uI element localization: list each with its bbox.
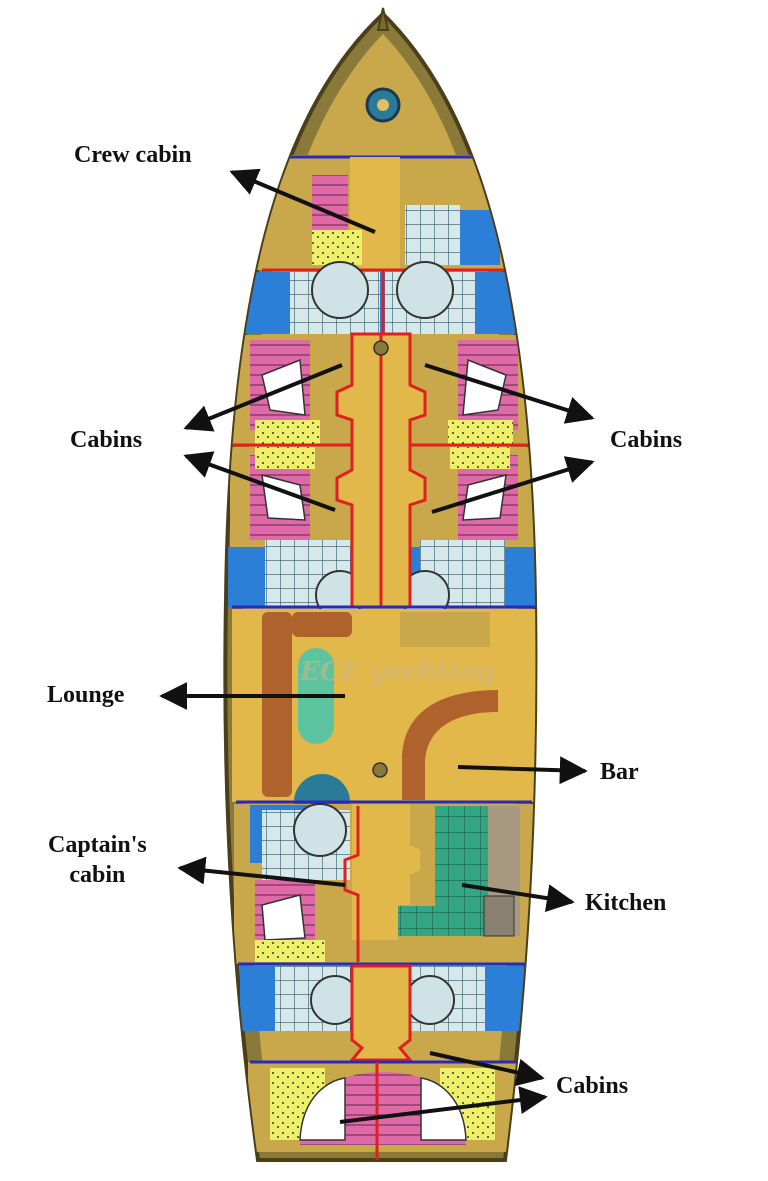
arrow-cabins-left-lower [183, 451, 336, 512]
arrow-cabins-left-upper [183, 363, 343, 432]
label-cabins-right: Cabins [610, 427, 683, 453]
label-crew-cabin: Crew cabin [74, 142, 192, 168]
arrow-cabins-right-upper [424, 363, 595, 424]
label-kitchen: Kitchen [585, 890, 667, 916]
label-cabins-aft: Cabins [556, 1073, 629, 1099]
arrow-cabins-aft-upper [429, 1051, 545, 1087]
arrow-crew-cabin [229, 168, 376, 234]
label-cabins-left: Cabins [70, 427, 143, 453]
arrow-captains-cabin [177, 856, 346, 887]
label-bar: Bar [600, 759, 639, 785]
arrow-kitchen [461, 883, 575, 912]
arrow-bar [457, 756, 588, 785]
leader-arrows [159, 168, 595, 1124]
label-captains-cabin: Captain's cabin [48, 832, 147, 888]
label-lounge: Lounge [47, 682, 125, 708]
arrow-cabins-right-lower [431, 456, 595, 514]
watermark-logo: ECE yachting [299, 657, 495, 687]
arrow-cabins-aft-lower [339, 1086, 548, 1124]
